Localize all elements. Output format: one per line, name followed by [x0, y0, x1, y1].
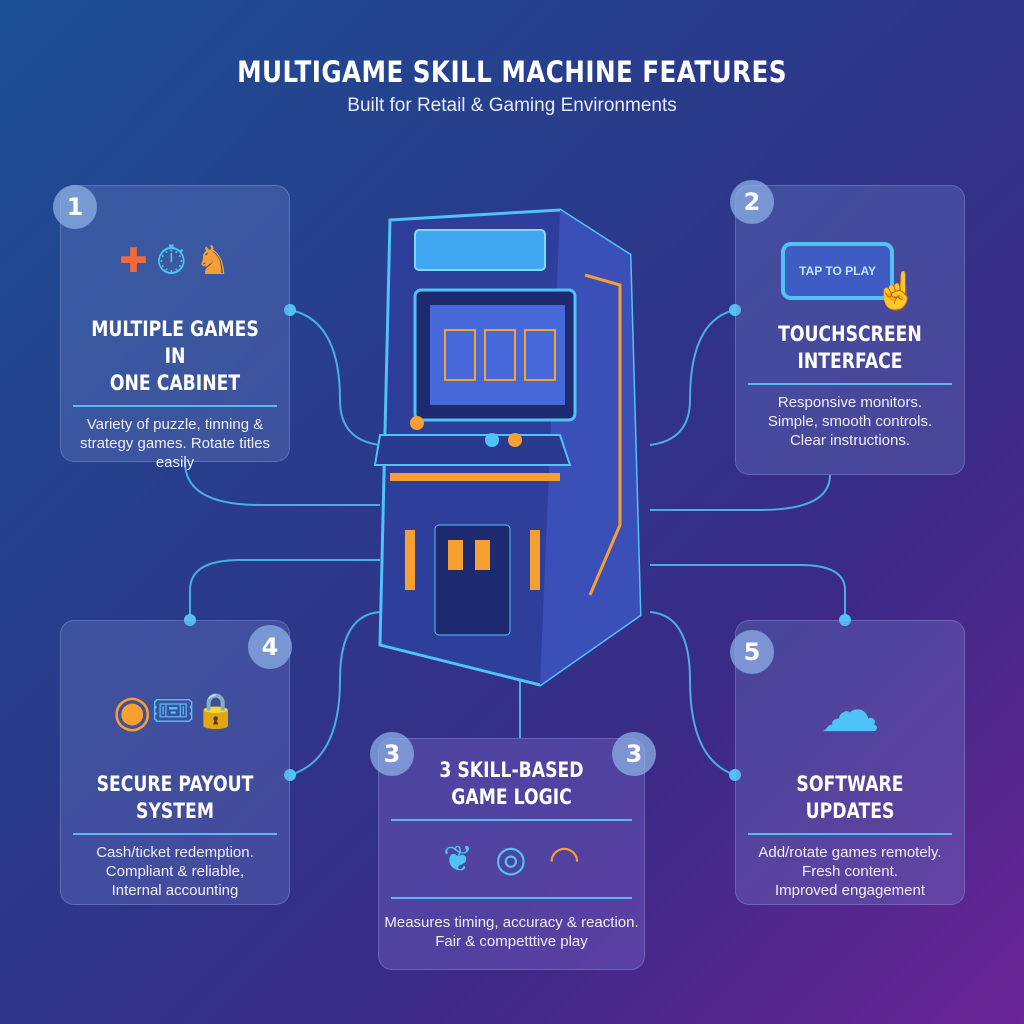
skill-icons: ❦ ◎ ◠ [379, 829, 644, 889]
coins-icon: ◉ [113, 686, 152, 736]
number-badge: 3 [370, 732, 414, 776]
page-subtitle: Built for Retail & Gaming Environments [347, 95, 677, 116]
chess-knight-icon: ♞ [194, 239, 231, 283]
card-title: SYSTEM [136, 799, 214, 823]
card-title: 3 SKILL-BASED [439, 758, 584, 782]
feature-card-secure-payout: ◉ 🎟 🔒 SECURE PAYOUT SYSTEM Cash/ticket r… [60, 620, 290, 905]
number-badge: 3 [612, 732, 656, 776]
ticket-icon: 🎟 [151, 692, 195, 730]
feature-card-skill-logic: 3 SKILL-BASED GAME LOGIC ❦ ◎ ◠ Measures … [378, 738, 645, 970]
puzzle-icon: ✚ [119, 242, 148, 280]
card-description: Measures timing, accuracy & reaction. [384, 914, 639, 931]
card-title: SECURE PAYOUT [96, 772, 254, 796]
card-title: TOUCHSCREEN [778, 322, 922, 346]
card-title: SOFTWARE [796, 772, 904, 796]
card-title: GAME LOGIC [451, 785, 572, 809]
card-description: Clear instructions. [789, 432, 911, 449]
touchscreen-icon: TAP TO PLAY ☝ [736, 221, 964, 321]
cloud-upload-icon: ☁ [736, 651, 964, 771]
divider [391, 819, 632, 821]
card-description: Fresh content. [802, 863, 898, 880]
divider [73, 833, 277, 835]
card-description: strategy games. Rotate titles easily [79, 435, 271, 471]
feature-card-software-updates: ☁ SOFTWARE UPDATES Add/rotate games remo… [735, 620, 965, 905]
page-title: MULTIGAME SKILL MACHINE FEATURES [237, 55, 787, 89]
divider [391, 897, 632, 899]
hand-pointer-icon: ☝ [874, 270, 919, 311]
target-icon: ◎ [495, 838, 527, 879]
number-badge: 4 [248, 625, 292, 669]
lock-icon: 🔒 [194, 692, 237, 730]
card-description: Improved engagement [774, 882, 926, 899]
card-description: Fair & competttive play [435, 933, 588, 950]
number-badge: 5 [730, 630, 774, 674]
card-title: INTERFACE [797, 349, 903, 373]
divider [748, 383, 952, 385]
card-title: MULTIPLE GAMES IN [91, 317, 259, 368]
stopwatch-icon: ⏱ [155, 238, 187, 283]
divider [73, 405, 277, 407]
games-icons: ✚ ⏱ ♞ [61, 206, 289, 316]
number-badge: 1 [53, 185, 97, 229]
brain-icon: ❦ [442, 838, 474, 879]
card-description: Compliant & reliable, [105, 863, 245, 880]
card-description: Internal accounting [111, 882, 239, 899]
number-badge: 2 [730, 180, 774, 224]
feature-card-touchscreen: TAP TO PLAY ☝ TOUCHSCREEN INTERFACE Resp… [735, 185, 965, 475]
card-title: ONE CABINET [109, 371, 241, 395]
arcade-cabinet-illustration [373, 208, 642, 687]
payout-icons: ◉ 🎟 🔒 [61, 651, 289, 771]
divider [748, 833, 952, 835]
card-title: UPDATES [805, 799, 895, 823]
card-description: Cash/ticket redemption. [96, 844, 254, 861]
feature-card-multiple-games: ✚ ⏱ ♞ MULTIPLE GAMES IN ONE CABINET Vari… [60, 185, 290, 471]
tap-to-play-screen: TAP TO PLAY [781, 242, 895, 300]
card-description: Simple, smooth controls. [767, 413, 933, 430]
card-description: Add/rotate games remotely. [758, 844, 942, 861]
card-description: Responsive monitors. [777, 394, 923, 411]
card-description: Variety of puzzle, tinning & [86, 416, 264, 433]
cloud-icon: ☁ [820, 677, 880, 744]
speedometer-icon: ◠ [548, 838, 580, 879]
